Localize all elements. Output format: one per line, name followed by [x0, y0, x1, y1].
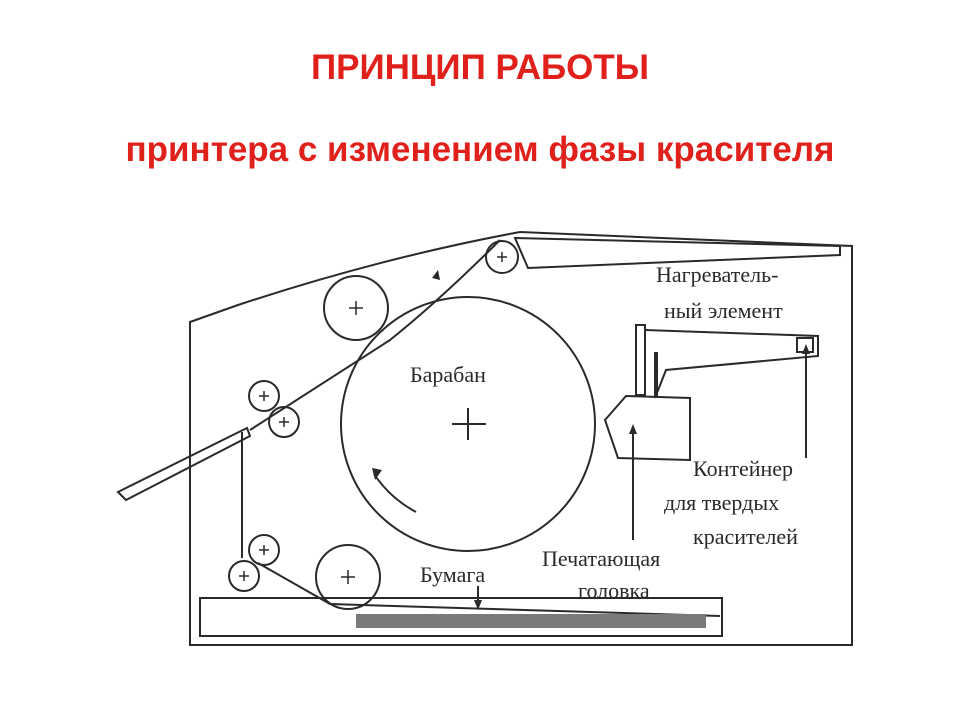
heater-element: [635, 324, 646, 396]
paper-label: Бумага: [420, 562, 485, 587]
head-pointer-arrowhead: [629, 424, 637, 434]
roller-bottom-1: [248, 534, 280, 566]
paper-path-lower: [257, 562, 721, 617]
roller-bottom-2: [228, 560, 260, 592]
roller-left-1: [248, 380, 280, 412]
top-cover: [513, 236, 841, 270]
slide-subtitle: принтера с изменением фазы красителя: [125, 130, 835, 169]
heater-pointer-arrowhead: [802, 344, 810, 354]
heater-label-line2: ный элемент: [664, 298, 783, 323]
path-arrow-upper: [432, 270, 440, 280]
print-head-label-line2: головка: [578, 578, 650, 603]
drum-rotation-arrow: [373, 473, 417, 513]
printer-housing: [189, 230, 853, 646]
heater-label-line1: Нагреватель-: [656, 262, 778, 287]
print-head-label-line1: Печатающая: [542, 546, 660, 571]
paper-chute: [116, 426, 252, 502]
roller-large-upper: [323, 275, 389, 341]
container-label-line2: для твердых: [664, 490, 779, 515]
roller-axis-marks: [239, 252, 507, 584]
drum: [340, 296, 596, 552]
container-label-line1: Контейнер: [693, 456, 793, 481]
roller-top-right: [485, 240, 519, 274]
paper-tray: [199, 597, 723, 637]
heater-arm: [644, 329, 819, 399]
print-head: [603, 394, 691, 462]
slide-title: ПРИНЦИП РАБОТЫ: [310, 48, 650, 87]
paper-path-upper: [249, 239, 501, 431]
paper-pointer-arrowhead: [474, 600, 482, 610]
paper-stack: [356, 614, 706, 628]
drum-label: Барабан: [410, 362, 486, 387]
rotation-arrowhead: [372, 468, 382, 480]
roller-large-lower: [315, 544, 381, 610]
container-label-line3: красителей: [693, 524, 798, 549]
